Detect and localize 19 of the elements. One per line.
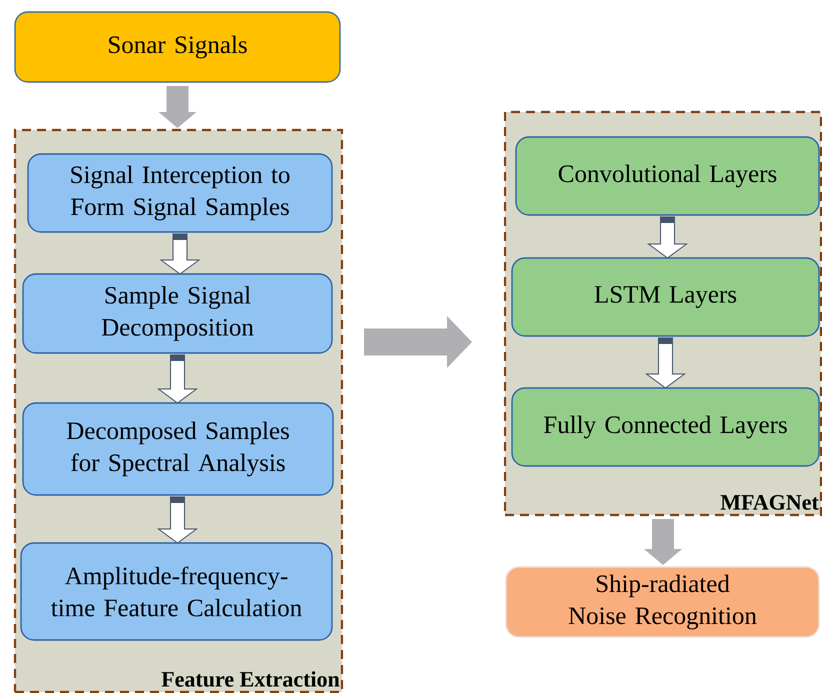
process-box: Signal Interception to Form Signal Samples (27, 153, 333, 233)
block-arrow (159, 234, 201, 275)
block-arrow (156, 496, 198, 544)
layer-box: Convolutional Layers (515, 136, 820, 216)
group-title: MFAGNet (720, 495, 819, 510)
block-arrow (646, 216, 688, 259)
process-box: Sonar Signals (14, 11, 341, 83)
process-box: Decomposed Samples for Spectral Analysis (22, 402, 334, 496)
group-title: Feature Extraction (162, 671, 340, 687)
output-box: Ship-radiated Noise Recognition (505, 566, 820, 638)
block-arrow (644, 519, 682, 565)
process-box: Amplitude-frequency-time Feature Calculation (20, 542, 333, 641)
block-arrow (156, 354, 198, 404)
block-arrow (364, 316, 472, 368)
process-box: Sample Signal Decomposition (22, 273, 333, 354)
block-arrow (644, 338, 686, 389)
layer-box: LSTM Layers (511, 257, 820, 337)
block-arrow (158, 86, 196, 128)
layer-box: Fully Connected Layers (511, 387, 820, 467)
